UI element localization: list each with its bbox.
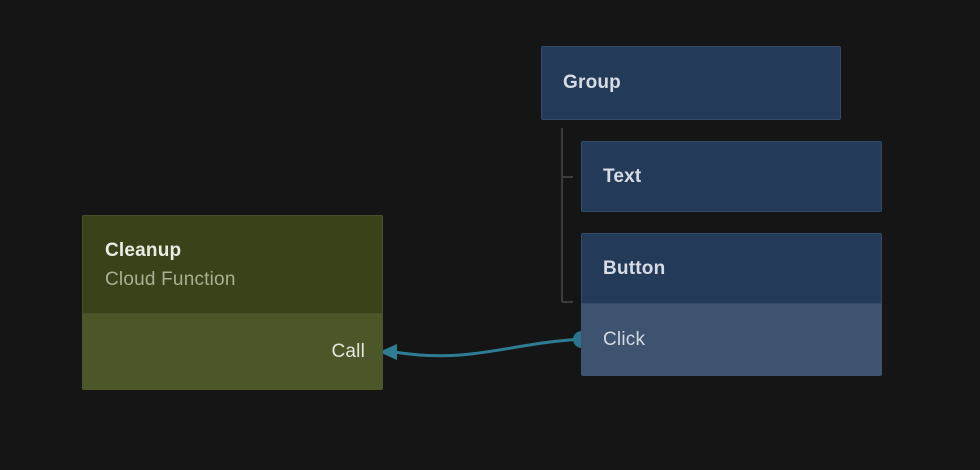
click-event-label: Click [603, 329, 646, 350]
node-button-click-row[interactable]: Click [581, 304, 882, 376]
node-text-label: Text [603, 165, 642, 187]
event-wire-path[interactable] [392, 337, 583, 358]
node-text[interactable]: Text [581, 141, 882, 212]
node-button-label: Button [603, 257, 666, 279]
node-button[interactable]: Button Click [581, 233, 882, 376]
node-cleanup[interactable]: Cleanup Cloud Function Call [82, 215, 383, 390]
node-cleanup-header[interactable]: Cleanup Cloud Function [82, 215, 383, 314]
node-button-header[interactable]: Button [581, 233, 882, 304]
node-cleanup-subtitle: Cloud Function [105, 268, 236, 290]
tree-connector-line [561, 128, 573, 303]
node-cleanup-call-row[interactable]: Call [82, 314, 383, 390]
event-wire[interactable] [379, 331, 590, 360]
node-group[interactable]: Group [541, 46, 841, 120]
call-port-label: Call [331, 341, 365, 362]
node-group-label: Group [563, 72, 621, 93]
node-cleanup-title: Cleanup [105, 239, 182, 261]
